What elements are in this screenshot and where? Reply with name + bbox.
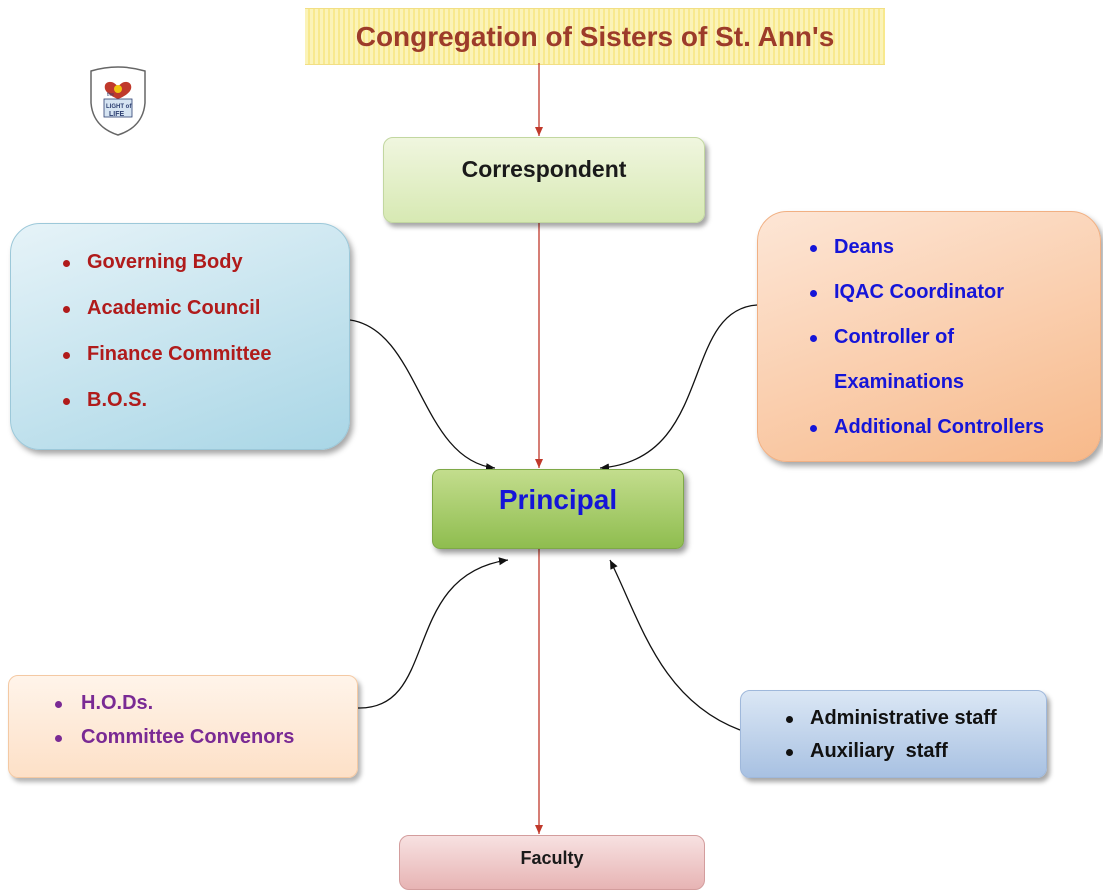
governing-list: Governing Body Academic Council Finance …	[63, 251, 271, 435]
list-item: Additional Controllers	[810, 416, 1044, 461]
list-item-label: Controller of	[834, 326, 954, 348]
list-item: IQAC Coordinator	[810, 281, 1044, 326]
arrow-staff-to-principal	[609, 559, 741, 731]
bullet-icon	[786, 716, 793, 723]
list-item-label: IQAC Coordinator	[834, 281, 1004, 303]
governing-group-box: Governing Body Academic Council Finance …	[10, 223, 350, 450]
list-item: Auxiliary staff	[786, 740, 997, 773]
arrow-hods-to-principal	[357, 557, 509, 709]
list-item-label: Finance Committee	[87, 343, 272, 365]
page-title: Congregation of Sisters of St. Ann's	[355, 20, 835, 52]
bullet-icon	[55, 735, 62, 742]
list-item-label: Committee Convenors	[81, 726, 295, 748]
list-item: Deans	[810, 236, 1044, 281]
list-item: H.O.Ds.	[55, 692, 294, 726]
list-item-label: H.O.Ds.	[81, 692, 154, 714]
list-item-label: Additional Controllers	[834, 416, 1044, 438]
bullet-icon	[810, 290, 817, 297]
list-item-label: Deans	[834, 236, 895, 258]
list-item: Finance Committee	[63, 343, 271, 389]
principal-box: Principal	[432, 469, 684, 549]
logo-text-top: the	[107, 92, 114, 98]
bullet-icon	[63, 260, 70, 267]
logo: the LIGHT of LIFE	[87, 65, 149, 137]
bullet-icon	[810, 245, 817, 252]
list-item: B.O.S.	[63, 389, 271, 435]
faculty-label: Faculty	[520, 848, 584, 868]
bullet-icon	[63, 352, 70, 359]
list-item-label: Administrative staff	[810, 707, 997, 729]
staff-group-box: Administrative staff Auxiliary staff	[740, 690, 1047, 778]
faculty-box: Faculty	[399, 835, 705, 890]
list-item: Administrative staff	[786, 707, 997, 740]
arrow-governing-to-principal	[349, 319, 496, 472]
logo-text-mid: LIGHT of	[106, 104, 132, 110]
bullet-icon	[55, 701, 62, 708]
bullet-icon	[63, 306, 70, 313]
list-item-label: Academic Council	[87, 297, 261, 319]
deans-list: Deans IQAC Coordinator Controller of Exa…	[810, 236, 1044, 461]
list-item-label: B.O.S.	[87, 389, 148, 411]
bullet-icon	[810, 425, 817, 432]
hods-list: H.O.Ds. Committee Convenors	[55, 692, 294, 760]
bullet-icon	[63, 398, 70, 405]
correspondent-box: Correspondent	[383, 137, 705, 223]
deans-group-box: Deans IQAC Coordinator Controller of Exa…	[757, 211, 1101, 462]
principal-label: Principal	[498, 484, 618, 515]
arrow-deans-to-principal	[599, 304, 758, 472]
bullet-icon	[786, 749, 793, 756]
heart-shield-logo-icon: the LIGHT of LIFE	[90, 66, 146, 136]
staff-list: Administrative staff Auxiliary staff	[786, 707, 997, 773]
title-banner: Congregation of Sisters of St. Ann's	[305, 8, 885, 65]
list-item: Committee Convenors	[55, 726, 294, 760]
list-item: Governing Body	[63, 251, 271, 297]
list-item: Academic Council	[63, 297, 271, 343]
correspondent-label: Correspondent	[461, 156, 627, 182]
logo-text-bottom: LIFE	[109, 111, 124, 118]
list-item-label: Auxiliary staff	[810, 740, 948, 762]
list-item-label: Governing Body	[87, 251, 243, 273]
list-item-label: Examinations	[834, 371, 965, 393]
hods-group-box: H.O.Ds. Committee Convenors	[8, 675, 358, 778]
bullet-icon	[810, 335, 817, 342]
list-item: Controller of	[810, 326, 1044, 371]
list-item-continued: Examinations	[810, 371, 1044, 416]
